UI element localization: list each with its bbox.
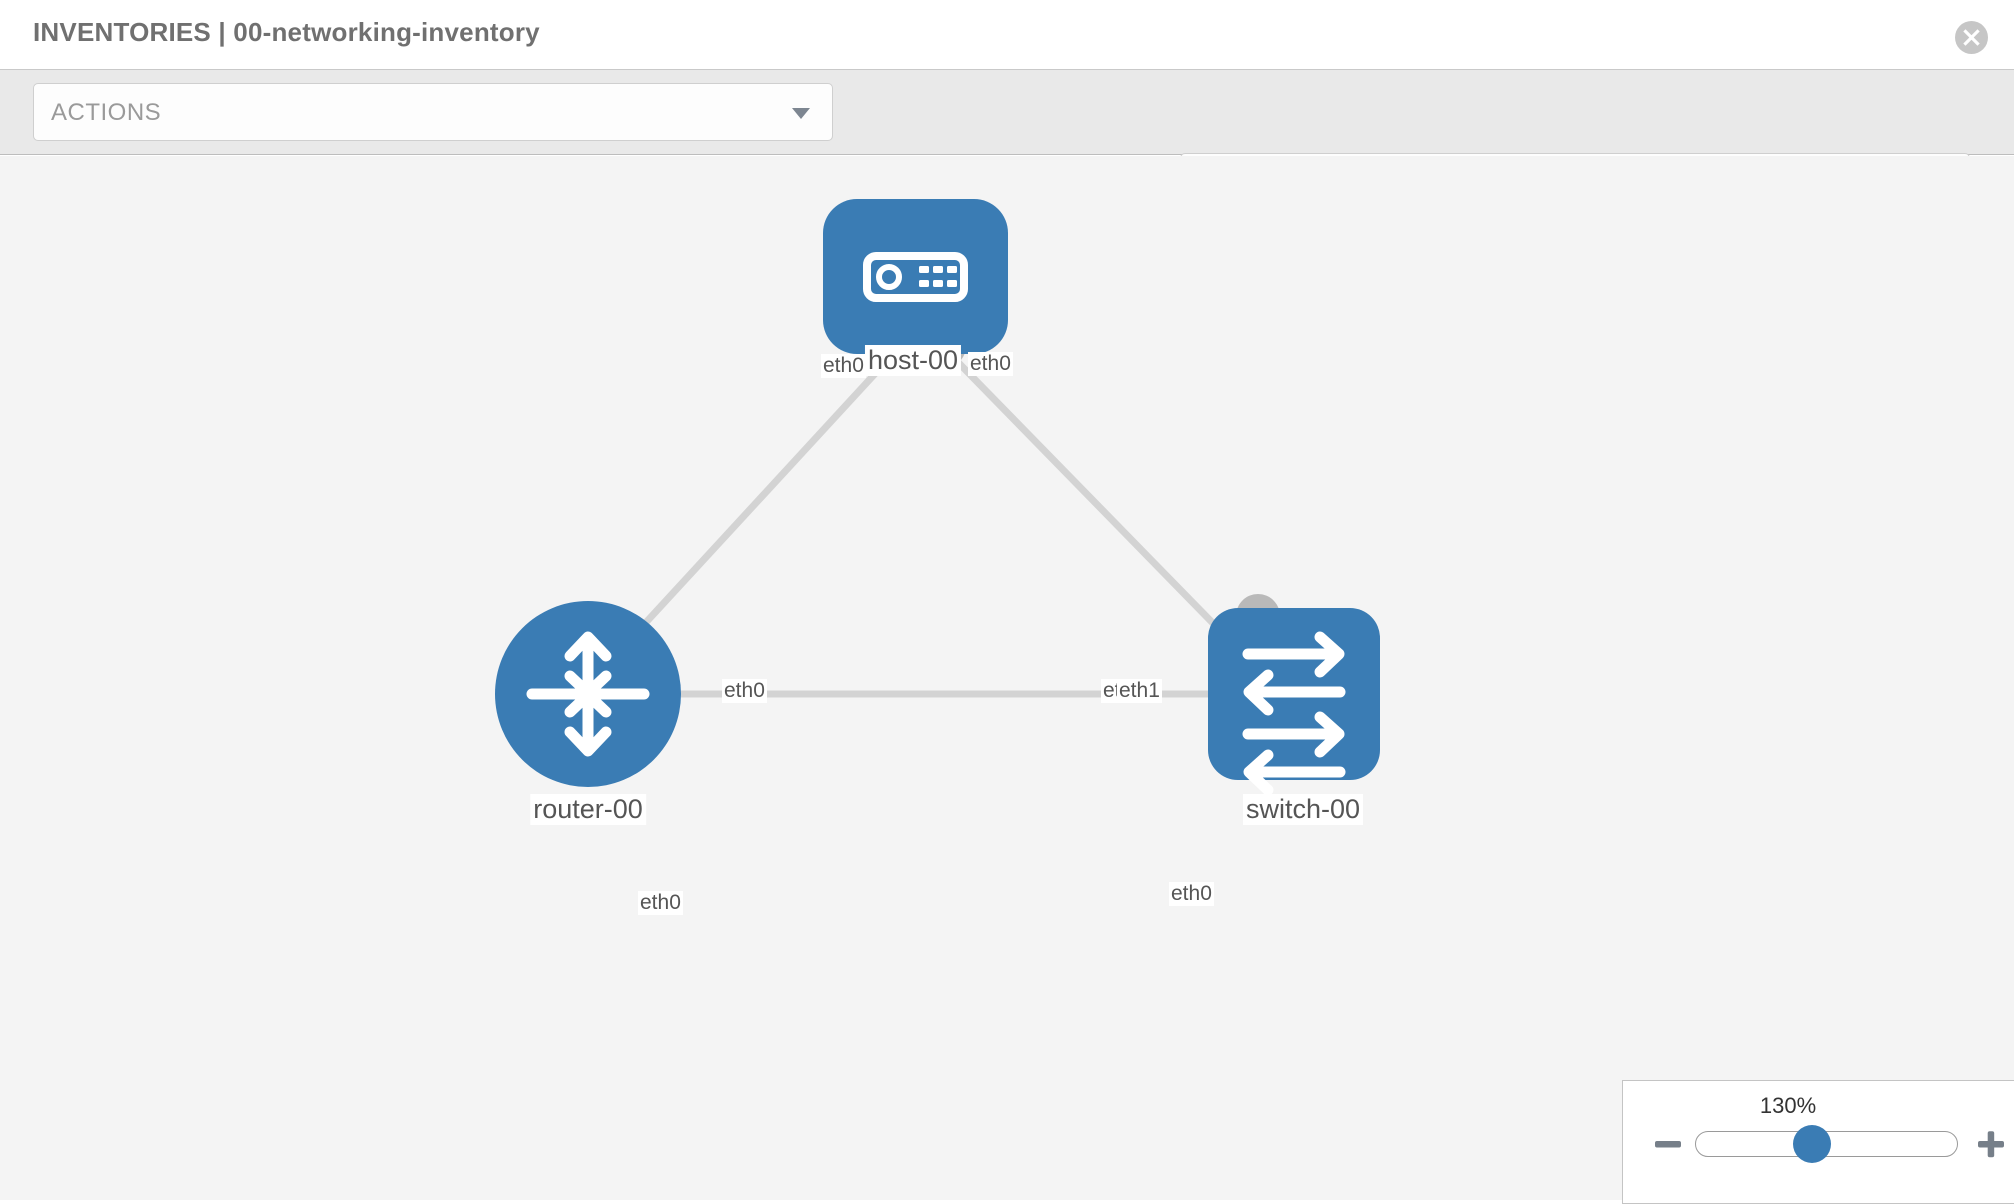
actions-dropdown-label: ACTIONS: [51, 99, 162, 126]
iface-label-host00-switch00: eth0: [968, 352, 1013, 376]
iface-label-switch00-eth1: eth1: [1117, 679, 1162, 703]
topology-graph: [495, 199, 1380, 796]
close-icon[interactable]: [1955, 21, 1988, 54]
link-host00-switch00: [945, 349, 1248, 659]
topology-canvas[interactable]: host-00 router-00 switch-00 eth0 eth0 et…: [0, 156, 2014, 1200]
iface-label-router00-uplink: eth0: [638, 891, 683, 915]
page-header: INVENTORIES | 00-networking-inventory: [0, 0, 2014, 70]
router-arrows-icon: [526, 631, 650, 757]
link-lines: [612, 349, 1255, 698]
node-router-00: [495, 601, 681, 787]
minus-icon[interactable]: [1653, 1129, 1683, 1159]
toolbar: ACTIONS SEARCH: [0, 70, 2014, 211]
server-icon: [863, 252, 968, 302]
zoom-control-panel: 130%: [1622, 1080, 2014, 1204]
node-label-router-00: router-00: [530, 794, 646, 825]
link-endpoints: [614, 324, 1280, 716]
link-host00-router00: [612, 349, 898, 659]
node-label-switch-00: switch-00: [1242, 794, 1364, 825]
plus-icon[interactable]: [1976, 1129, 2006, 1159]
iface-label-switch00-uplink: eth0: [1169, 882, 1214, 906]
iface-label-router00-eth0: eth0: [722, 679, 767, 703]
chevron-down-icon: [792, 108, 810, 119]
node-host-00: [823, 199, 1008, 354]
breadcrumb: INVENTORIES | 00-networking-inventory: [33, 17, 540, 47]
switch-arrows-icon: [1242, 631, 1346, 796]
zoom-slider-thumb[interactable]: [1793, 1125, 1831, 1163]
node-switch-00: [1208, 608, 1380, 796]
zoom-percent-label: 130%: [1759, 1093, 1817, 1118]
iface-label-host00-router00: eth0: [821, 354, 866, 378]
actions-dropdown[interactable]: ACTIONS: [33, 83, 833, 141]
node-label-host-00: host-00: [864, 345, 962, 376]
